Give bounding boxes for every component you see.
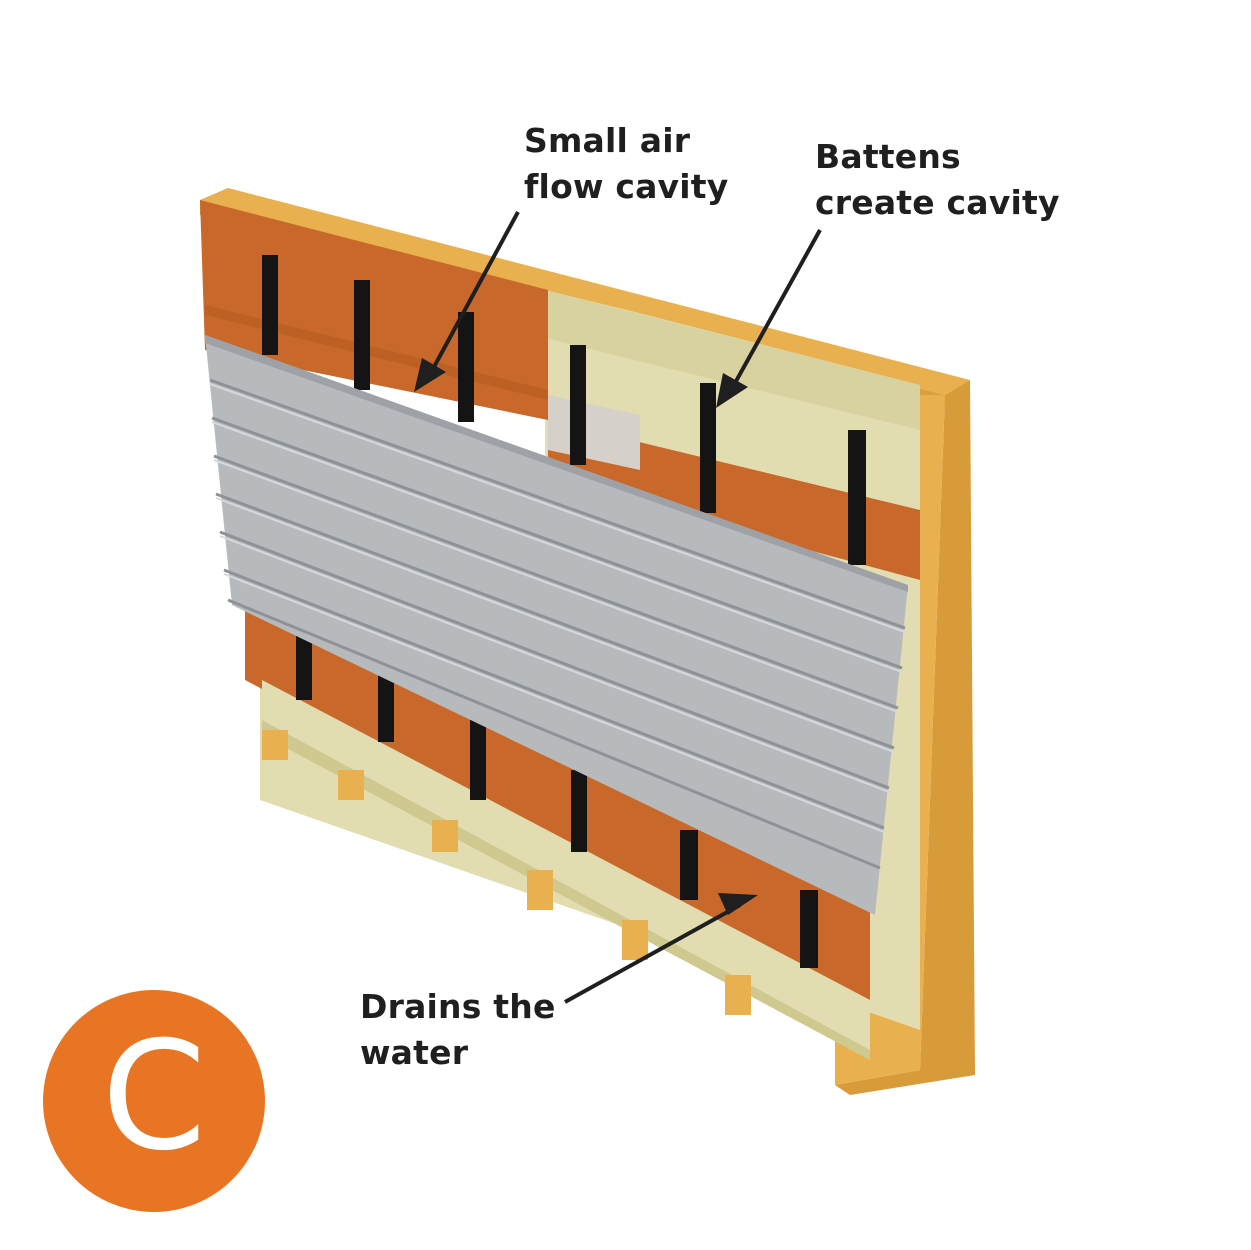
membrane-lower — [245, 600, 870, 1010]
battens-label: Battens create cavity — [815, 137, 1060, 222]
end-stud — [835, 380, 975, 1095]
joist-stub — [262, 730, 288, 760]
small-air-cavity-label: Small air flow cavity — [524, 121, 729, 206]
membrane-right — [548, 420, 920, 580]
siding-courses — [209, 378, 906, 870]
drains-label: Drains the water — [360, 987, 556, 1072]
bottom-sheathing — [262, 680, 870, 1060]
arrow-icon — [414, 211, 822, 1004]
top-plate — [200, 188, 970, 395]
battens — [262, 255, 866, 968]
badge-letter: C — [101, 1010, 207, 1184]
option-badge: C — [43, 990, 265, 1212]
